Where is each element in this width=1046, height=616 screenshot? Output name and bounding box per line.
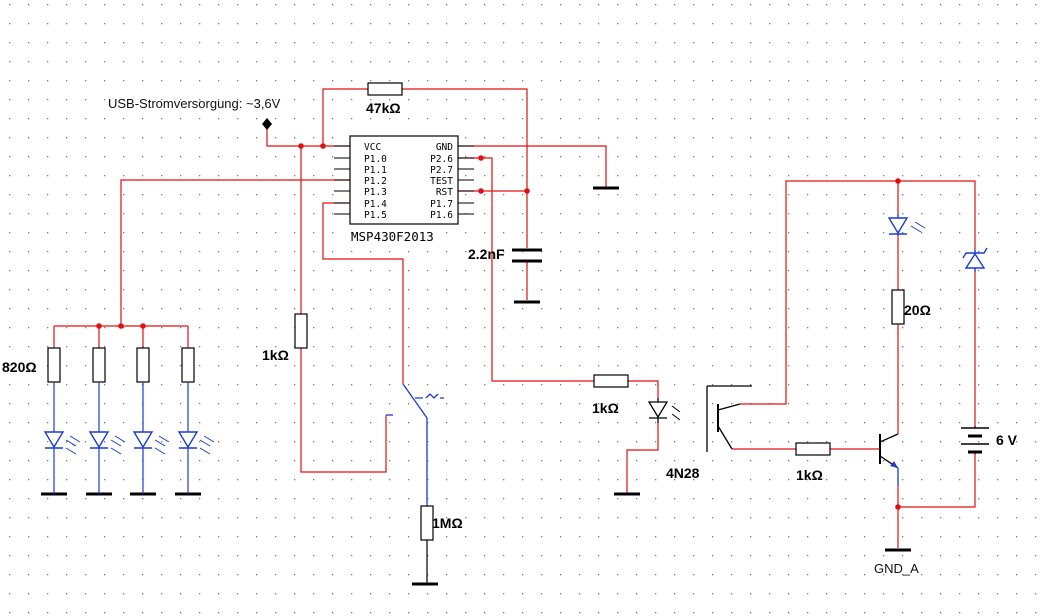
label-opto: 4N28 bbox=[666, 465, 700, 481]
transistor-arrow bbox=[890, 461, 898, 468]
supply-terminal bbox=[262, 118, 272, 130]
leds bbox=[43, 431, 199, 449]
label-c: 2.2nF bbox=[468, 246, 505, 262]
ic-pin-left-5: P1.4 bbox=[364, 199, 387, 210]
wire-r47k-right bbox=[402, 88, 528, 248]
resistor-1k-opto bbox=[593, 374, 629, 388]
switch bbox=[386, 383, 444, 506]
label-gnd-a: GND_A bbox=[874, 561, 919, 576]
wire-gnd bbox=[458, 145, 607, 187]
wire-bat-bottom bbox=[898, 454, 976, 508]
ic-pin-right-6: P1.6 bbox=[430, 210, 453, 221]
label-r20: 20Ω bbox=[904, 302, 931, 318]
ic-msp430: VCC P1.0 P1.1 P1.2 P1.3 P1.4 P1.5 GND P2… bbox=[334, 135, 474, 225]
wire-p12 bbox=[120, 179, 350, 326]
wire-p14 bbox=[322, 202, 404, 384]
label-r1k-switch: 1kΩ bbox=[262, 347, 289, 363]
capacitor-2n2 bbox=[512, 248, 542, 263]
ic-pin-right-2: P2.7 bbox=[430, 165, 453, 176]
ic-pin-left-6: P1.5 bbox=[364, 210, 387, 221]
resistor-1k-switch bbox=[294, 313, 308, 349]
battery-6v bbox=[961, 426, 989, 454]
led-rays bbox=[65, 435, 215, 455]
resistor-1k-base bbox=[795, 442, 831, 456]
label-r47k: 47kΩ bbox=[366, 100, 401, 116]
wire-opto-in bbox=[628, 380, 659, 398]
ic-pin-right-1: P2.6 bbox=[430, 154, 453, 165]
ic-pin-right-3: TEST bbox=[430, 176, 453, 187]
ic-pin-right-0: GND bbox=[436, 142, 453, 153]
ic-pin-left-3: P1.2 bbox=[364, 176, 387, 187]
label-battery: 6 V bbox=[996, 432, 1018, 448]
label-r1m: 1MΩ bbox=[432, 515, 463, 531]
ic-pin-left-0: VCC bbox=[364, 142, 381, 153]
supply-label: USB-Stromversorgung: ~3,6V bbox=[108, 96, 281, 111]
ic-pin-right-4: RST bbox=[436, 187, 453, 198]
junctions bbox=[96, 143, 901, 510]
label-r1k-opto: 1kΩ bbox=[592, 400, 619, 416]
wire-r1k-switch bbox=[300, 348, 387, 473]
ic-pin-right-5: P1.7 bbox=[430, 199, 453, 210]
ic-pin-left-4: P1.3 bbox=[364, 187, 387, 198]
wire-p26 bbox=[458, 157, 594, 382]
ic-pin-left-1: P1.0 bbox=[364, 154, 387, 165]
wire-r47k-left bbox=[322, 88, 368, 146]
ic-pin-left-2: P1.1 bbox=[364, 165, 387, 176]
laser-diode bbox=[887, 214, 926, 236]
zener-diode bbox=[962, 247, 988, 272]
resistor-47k bbox=[367, 82, 403, 96]
label-r1k-base: 1kΩ bbox=[796, 467, 823, 483]
ic-name: MSP430F2013 bbox=[351, 229, 434, 244]
wire-opto-collector bbox=[740, 180, 976, 405]
optocoupler-4n28 bbox=[647, 385, 752, 452]
resistor-20 bbox=[891, 289, 905, 325]
label-r820: 820Ω bbox=[2, 359, 37, 375]
wire-opto-gnd bbox=[626, 423, 659, 493]
